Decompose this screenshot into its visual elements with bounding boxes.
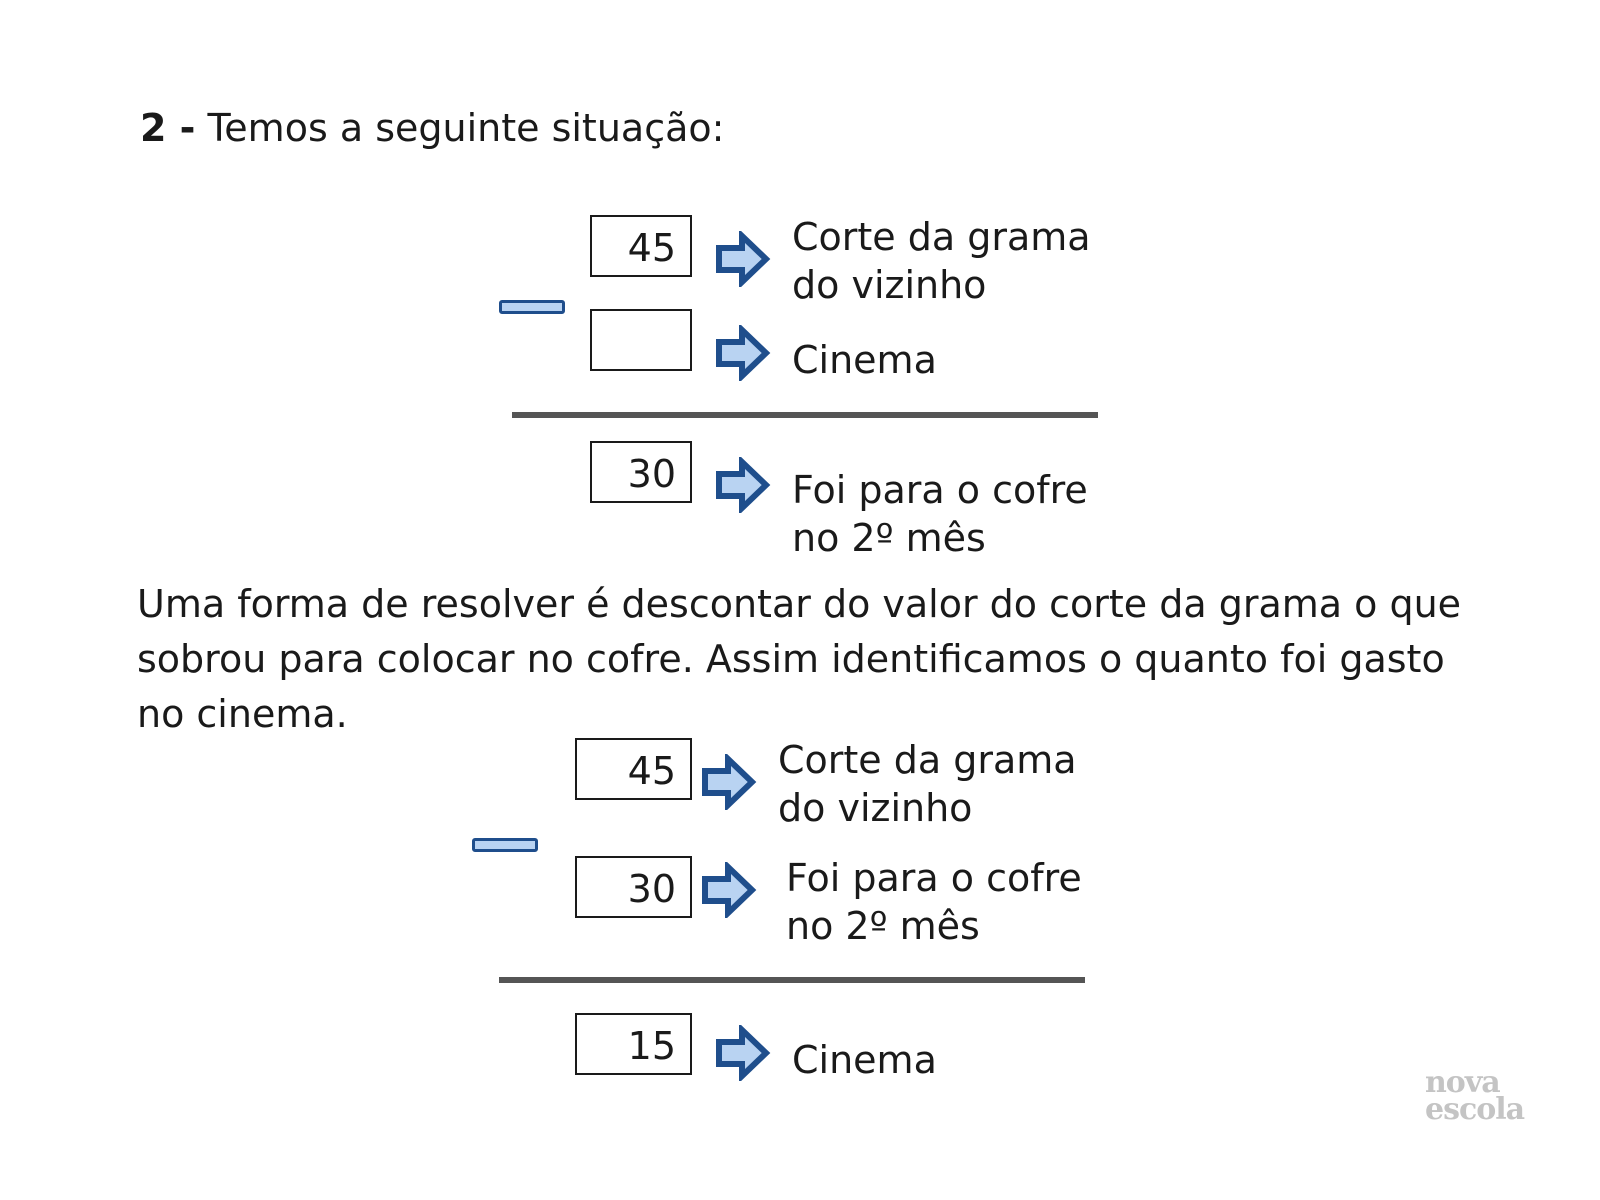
logo-line-1: nova	[1425, 1065, 1501, 1100]
explanation-text: Uma forma de resolver é descontar do val…	[137, 582, 1462, 736]
problem-value-box-2	[590, 309, 692, 371]
problem-label-2: Cinema	[792, 338, 937, 382]
solution-label-2-line-1: Foi para o cofre	[786, 856, 1082, 900]
minus-sign-icon	[499, 300, 565, 314]
arrow-right-icon	[702, 862, 757, 918]
solution-label-2-line-2: no 2º mês	[786, 904, 980, 948]
solution-label-1-line-2: do vizinho	[778, 786, 973, 830]
solution-label-1-line-1: Corte da grama	[778, 738, 1077, 782]
nova-escola-logo: nova escola	[1425, 1065, 1525, 1127]
arrow-right-icon	[702, 754, 757, 810]
minus-sign-icon	[472, 838, 538, 852]
problem-result-label-line-2: no 2º mês	[792, 516, 986, 560]
arrow-right-icon	[716, 231, 771, 287]
arrow-right-icon	[716, 457, 771, 513]
sum-divider-line	[512, 412, 1098, 418]
problem-result-label-line-1: Foi para o cofre	[792, 468, 1088, 512]
problem-label-1-line-1: Corte da grama	[792, 215, 1091, 259]
sum-divider-line	[499, 977, 1085, 983]
question-text: Temos a seguinte situação:	[207, 106, 725, 150]
problem-result-box: 30	[590, 441, 692, 503]
solution-result-box: 15	[575, 1013, 692, 1075]
solution-value-box-1: 45	[575, 738, 692, 800]
problem-value-box-1: 45	[590, 215, 692, 277]
logo-line-2: escola	[1425, 1092, 1525, 1127]
question-number: 2 -	[140, 106, 196, 150]
question-heading: 2 - Temos a seguinte situação:	[140, 104, 724, 152]
solution-value-box-2: 30	[575, 856, 692, 918]
problem-label-1-line-2: do vizinho	[792, 263, 987, 307]
arrow-right-icon	[716, 1025, 771, 1081]
solution-result-label: Cinema	[792, 1038, 937, 1082]
arrow-right-icon	[716, 325, 771, 381]
